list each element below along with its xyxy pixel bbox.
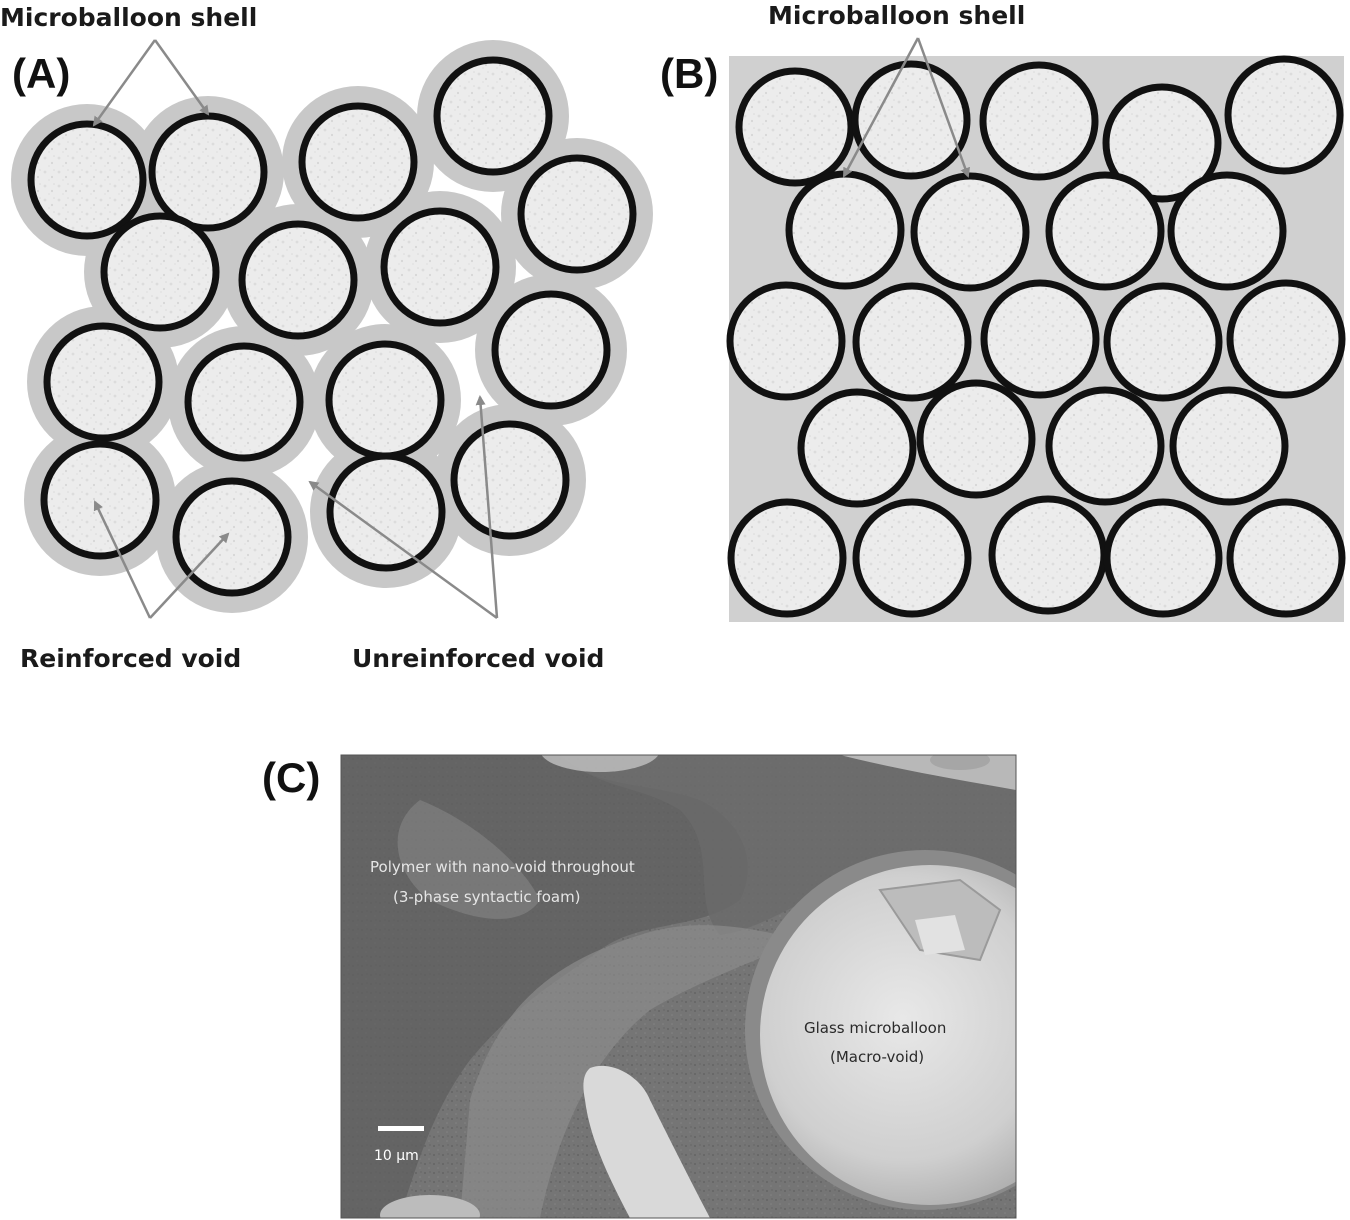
microballoon [988,495,1108,615]
panel-b-diagram [726,55,1346,622]
microballoon [298,102,418,222]
arrow-shell-a-left [92,39,157,127]
sem-label-polymer-line2: (3-phase syntactic foam) [393,888,581,906]
annotation-arrows [92,37,970,620]
arrow-reinforced-left [93,500,152,619]
panel-label-a: (A) [12,50,70,97]
microballoon [797,388,917,508]
microballoon [450,420,570,540]
microballoon [1167,171,1287,291]
microballoon [980,279,1100,399]
microballoon [910,172,1030,292]
microballoon [1045,171,1165,291]
scale-bar [378,1126,424,1131]
microballoon [735,67,855,187]
panel-label-c: (C) [262,754,320,801]
microballoon [1103,498,1223,618]
glass-shard [583,1065,710,1218]
microballoon [1045,386,1165,506]
sem-label-polymer-line1: Polymer with nano-void throughout [370,858,635,876]
panel-b-balloons [726,55,1346,618]
label-microballoon-shell-b: Microballoon shell [768,1,1025,30]
microballoon [148,112,268,232]
microballoon [916,379,1036,499]
arrow-shell-b-right [916,37,970,178]
microballoon [1103,282,1223,402]
sem-micrograph: Polymer with nano-void throughout (3-pha… [340,754,1017,1219]
microballoon [517,154,637,274]
microballoon [1224,55,1344,175]
arrow-shell-b-left [842,37,920,178]
microballoon [851,60,971,180]
arrow-unreinforced-left [308,480,498,620]
panel-a-balloons [27,56,637,597]
microballoon [326,452,446,572]
microballoon [184,342,304,462]
microballoon [380,207,500,327]
label-microballoon-shell-a: Microballoon shell [0,3,257,32]
microballoon [40,440,160,560]
microballoon [726,281,846,401]
scale-bar-label: 10 µm [374,1148,419,1164]
microballoon [727,498,847,618]
microballoon [785,170,905,290]
microballoon [1102,83,1222,203]
panel-label-b: (B) [660,50,718,97]
microballoon [1169,386,1289,506]
arrow-reinforced-right [149,532,230,619]
panel-a-diagram [11,40,653,613]
microballoon [1226,279,1346,399]
microballoon [325,340,445,460]
arrow-shell-a-right [153,39,210,116]
sem-label-glass-line2: (Macro-void) [830,1048,924,1066]
microballoon [172,477,292,597]
microballoon [433,56,553,176]
label-reinforced-void: Reinforced void [20,644,241,673]
microballoon [852,282,972,402]
microballoon [43,322,163,442]
microballoon [1226,498,1346,618]
microballoon [238,220,358,340]
microballoon [852,498,972,618]
arrow-unreinforced-right [475,395,499,619]
microballoon [491,290,611,410]
microballoon [979,61,1099,181]
microballoon [100,212,220,332]
microballoon [27,120,147,240]
label-unreinforced-void: Unreinforced void [352,644,604,673]
sem-label-glass-line1: Glass microballoon [804,1019,946,1037]
